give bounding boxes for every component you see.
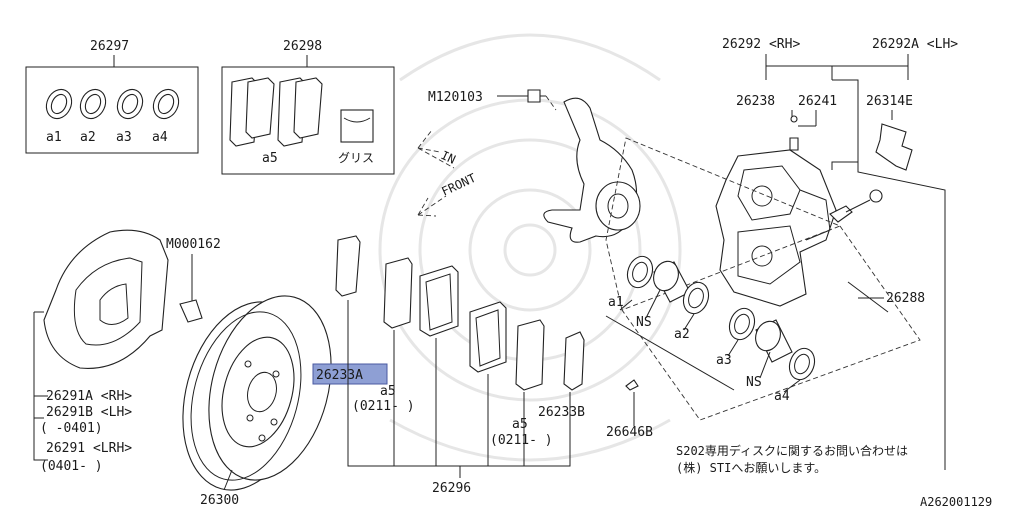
pad-kit-box bbox=[221, 66, 395, 175]
caliper-rh-label: 26292 <RH> bbox=[722, 37, 800, 52]
pad-outer-part-number: 26233B bbox=[538, 405, 585, 420]
caliper-pin-icon bbox=[847, 281, 889, 313]
piston-ns-2 bbox=[755, 319, 793, 363]
grease-label: グリス bbox=[338, 151, 374, 165]
brake-pad-icon bbox=[245, 77, 275, 139]
piston-seal-a1 bbox=[626, 255, 654, 289]
caliper-lh-label: 26292A <LH> bbox=[872, 37, 958, 52]
seal-ring-icon bbox=[152, 88, 180, 120]
pad-kit-group: 26298 a5 グリス bbox=[221, 39, 395, 175]
pad-shim-icon bbox=[335, 235, 361, 297]
brake-rotor bbox=[182, 295, 332, 491]
grease-packet-icon bbox=[340, 109, 374, 143]
seal-ring-icon bbox=[116, 88, 144, 120]
pad-clip-icon bbox=[875, 123, 913, 171]
steering-knuckle bbox=[543, 97, 641, 243]
brake-pad-icon bbox=[293, 77, 323, 139]
ns-label-2: NS bbox=[746, 375, 762, 390]
pad-set-label: 26296 bbox=[432, 481, 471, 496]
note-line-1: S202専用ディスクに関するお問い合わせは bbox=[676, 443, 908, 458]
pad-inner-date: (0211- ) bbox=[352, 399, 415, 414]
bleeder-label: 26238 bbox=[736, 94, 775, 109]
cover-lh-label: 26291B <LH> bbox=[46, 405, 132, 420]
pad-kit-part-number: 26298 bbox=[283, 39, 322, 54]
seal-ring-icon bbox=[45, 88, 73, 120]
diagram-id: A262001129 bbox=[920, 495, 992, 509]
cover-rh-label: 26291A <RH> bbox=[46, 389, 132, 404]
cover-lrh-label: 26291 <LRH> bbox=[46, 441, 132, 456]
pad-inner-highlight[interactable] bbox=[312, 363, 388, 385]
seal-a2-label: a2 bbox=[674, 327, 690, 342]
pad-outer-item: a5 bbox=[512, 417, 528, 432]
cover-lrh-date: (0401- ) bbox=[40, 459, 103, 474]
bleeder-screw-icon bbox=[789, 137, 799, 151]
seal-kit-group: 26297 a1 a2 a3 a4 bbox=[25, 39, 199, 154]
pin-label: 26288 bbox=[886, 291, 925, 306]
caliper-pin-clip-icon bbox=[829, 205, 853, 223]
bleeder-cap-label: 26241 bbox=[798, 94, 837, 109]
brake-caliper bbox=[715, 149, 837, 307]
cover-bolt-label: M000162 bbox=[166, 237, 221, 252]
pad-spring-label: 26646B bbox=[606, 425, 653, 440]
dust-cover bbox=[43, 229, 169, 369]
pad-shim-icon bbox=[515, 319, 545, 391]
ns-label-1: NS bbox=[636, 315, 652, 330]
seal-kit-item: a4 bbox=[152, 130, 168, 145]
rotor-label: 26300 bbox=[200, 493, 239, 508]
caliper-pin-head-icon bbox=[869, 189, 883, 203]
pad-inner-item: a5 bbox=[380, 384, 396, 399]
piston-seal-a4 bbox=[788, 347, 816, 381]
direction-in-arrow: IN bbox=[417, 129, 458, 169]
brake-pad-outer bbox=[469, 301, 507, 373]
brake-pad-inner bbox=[419, 265, 459, 337]
seal-ring-icon bbox=[79, 88, 107, 120]
pad-shim-icon bbox=[383, 257, 413, 329]
bleeder-cap-icon bbox=[790, 115, 798, 123]
piston-seal-a3 bbox=[728, 307, 756, 341]
cover-lh-date: ( -0401) bbox=[40, 421, 103, 436]
note-line-2: (株) STIへお願いします。 bbox=[676, 460, 826, 475]
knuckle-bolt-icon bbox=[527, 89, 541, 103]
seal-kit-item: a3 bbox=[116, 130, 132, 145]
pad-clip-label: 26314E bbox=[866, 94, 913, 109]
seal-a1-label: a1 bbox=[608, 295, 624, 310]
seal-a3-label: a3 bbox=[716, 353, 732, 368]
pad-outer-date: (0211- ) bbox=[490, 433, 553, 448]
pad-inner-part-number[interactable]: 26233A bbox=[316, 368, 363, 383]
direction-in-label: IN bbox=[439, 148, 458, 167]
seal-kit-item: a2 bbox=[80, 130, 96, 145]
seal-a4-label: a4 bbox=[774, 389, 790, 404]
cover-bolt-icon bbox=[179, 299, 203, 323]
pad-shim-icon bbox=[563, 331, 585, 391]
knuckle-bolt-part-number: M120103 bbox=[428, 90, 483, 105]
pad-spring-icon bbox=[625, 379, 639, 391]
seal-kit-part-number: 26297 bbox=[90, 39, 129, 54]
direction-front-label: FRONT bbox=[439, 171, 478, 199]
pad-kit-item: a5 bbox=[262, 151, 278, 166]
piston-seal-a2 bbox=[682, 281, 710, 315]
seal-kit-box bbox=[25, 66, 199, 154]
seal-kit-item: a1 bbox=[46, 130, 62, 145]
